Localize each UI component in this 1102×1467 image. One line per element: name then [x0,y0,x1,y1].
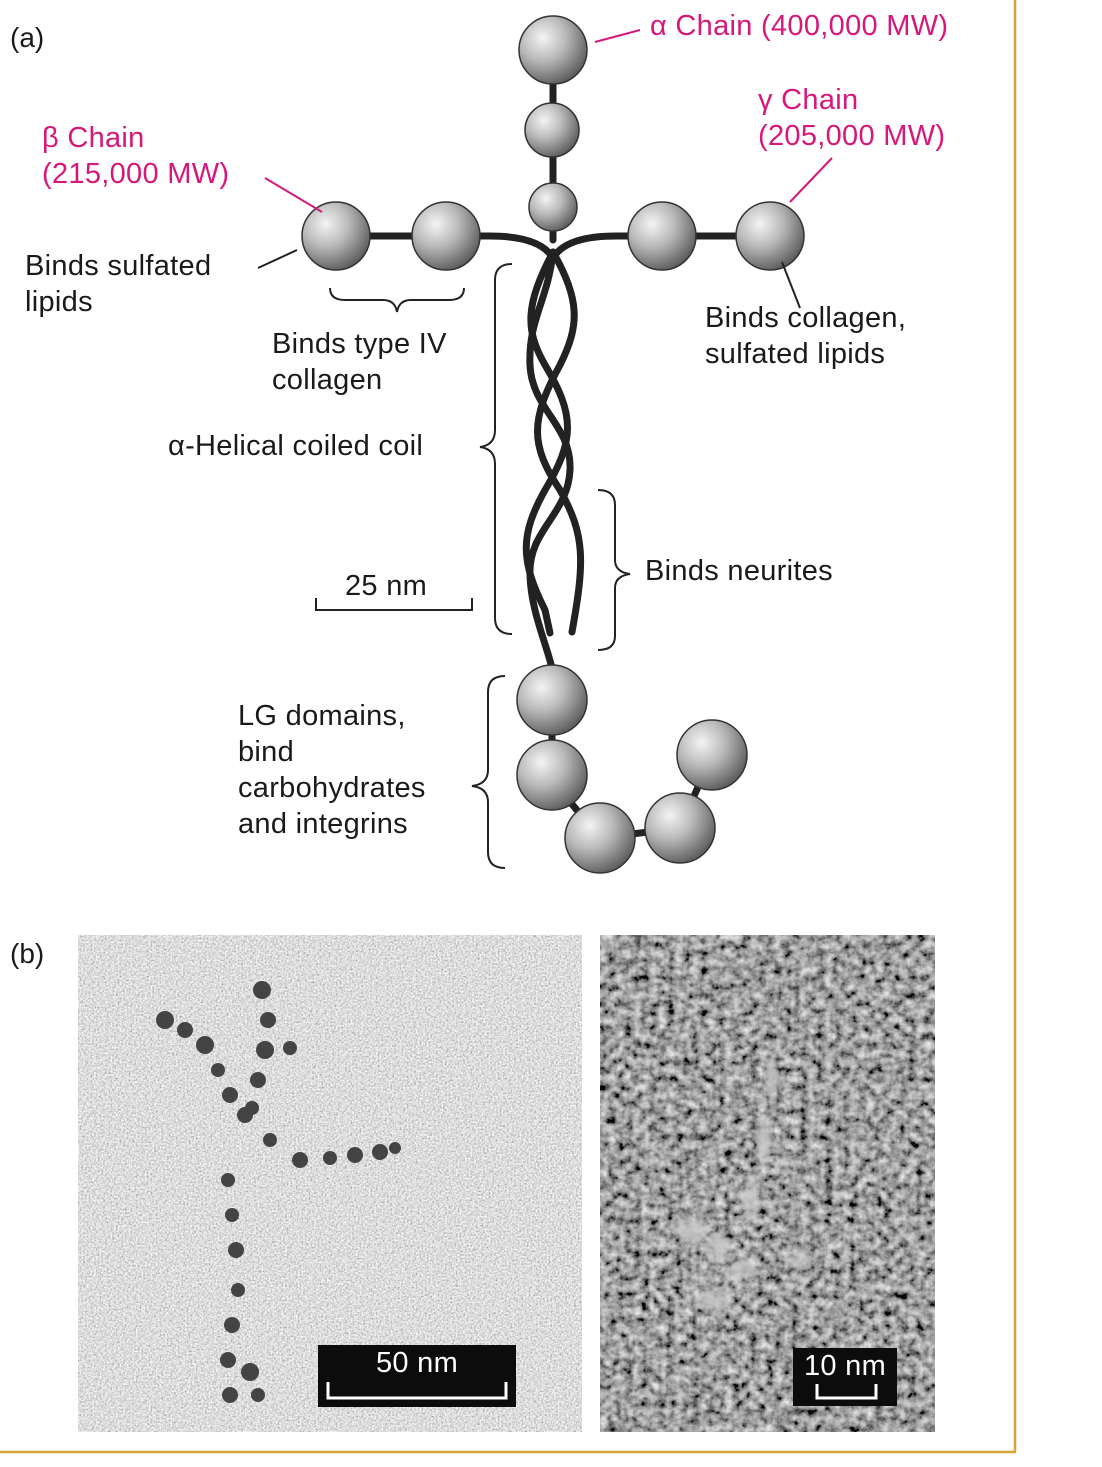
micrograph-laminin-10nm [600,935,935,1432]
binds-neurites-label: Binds neurites [645,555,833,587]
scale-50nm-label: 50 nm [375,1347,459,1379]
alpha-chain-globule [524,102,580,158]
beta-chain-globule [411,201,481,271]
scale-25nm-label: 25 nm [345,570,428,602]
label-line: Binds type IV [272,328,447,360]
binding-leader-lines [257,249,801,309]
label-line: LG domains, [238,700,406,732]
beta-chain-mw: (215,000 MW) [42,158,230,190]
label-line: Binds sulfated [25,250,212,282]
scale-bar-25nm [315,598,473,611]
figure-frame [0,0,1017,1454]
label-line: carbohydrates [238,772,426,804]
bright-laminin-shape [674,1062,810,1310]
chain-leader-lines [264,29,833,213]
coiled-coil-strands [522,248,585,672]
coiled-coil-label: α-Helical coiled coil [168,430,424,462]
alpha-chain-globule [528,182,578,232]
gamma-chain-globule [735,201,805,271]
brace-coiled-coil [479,263,513,635]
lg-domain-globule [564,802,636,874]
stained-laminin-shape [156,981,401,1403]
lg-domain-globule [676,719,748,791]
beta-chain-label: β Chain (215,000 MW) [42,120,229,192]
binds-sulfated-lipids-label: Binds sulfated lipids [25,248,211,320]
label-line: and integrins [238,808,408,840]
binds-collagen-lipids-label: Binds collagen, sulfated lipids [705,300,906,372]
scale-bar-10nm [815,1384,878,1400]
gamma-chain-globule [627,201,697,271]
gamma-chain-name: γ Chain [758,84,859,116]
label-line: lipids [25,286,93,318]
micrograph-laminin-50nm [78,935,582,1432]
alpha-chain-globule [518,15,588,85]
scale-bar-50nm [326,1382,508,1400]
lg-domain-globule [644,792,716,864]
brace-type-iv-collagen [329,287,465,313]
label-line: sulfated lipids [705,338,886,370]
gamma-chain-mw: (205,000 MW) [758,120,946,152]
brace-lg-domains [471,675,506,869]
braces [329,263,631,869]
binds-type-iv-collagen-label: Binds type IV collagen [272,326,447,398]
label-line: Binds collagen, [705,302,907,334]
label-line: bind [238,736,295,768]
globular-domains [301,15,805,874]
brace-neurites [597,489,631,651]
alpha-chain-label: α Chain (400,000 MW) [650,10,949,42]
beta-chain-globule [301,201,371,271]
lg-domains-label: LG domains, bind carbohydrates and integ… [238,698,426,842]
panel-b-tag: (b) [10,938,45,969]
scale-box-10nm [793,1348,897,1406]
beta-chain-name: β Chain [42,122,145,154]
label-line: collagen [272,364,383,396]
scale-10nm-label: 10 nm [803,1350,887,1382]
lg-domain-globule [516,739,588,811]
lg-domain-globule [516,664,588,736]
gamma-chain-label: γ Chain (205,000 MW) [758,82,945,154]
panel-a-tag: (a) [10,22,45,53]
